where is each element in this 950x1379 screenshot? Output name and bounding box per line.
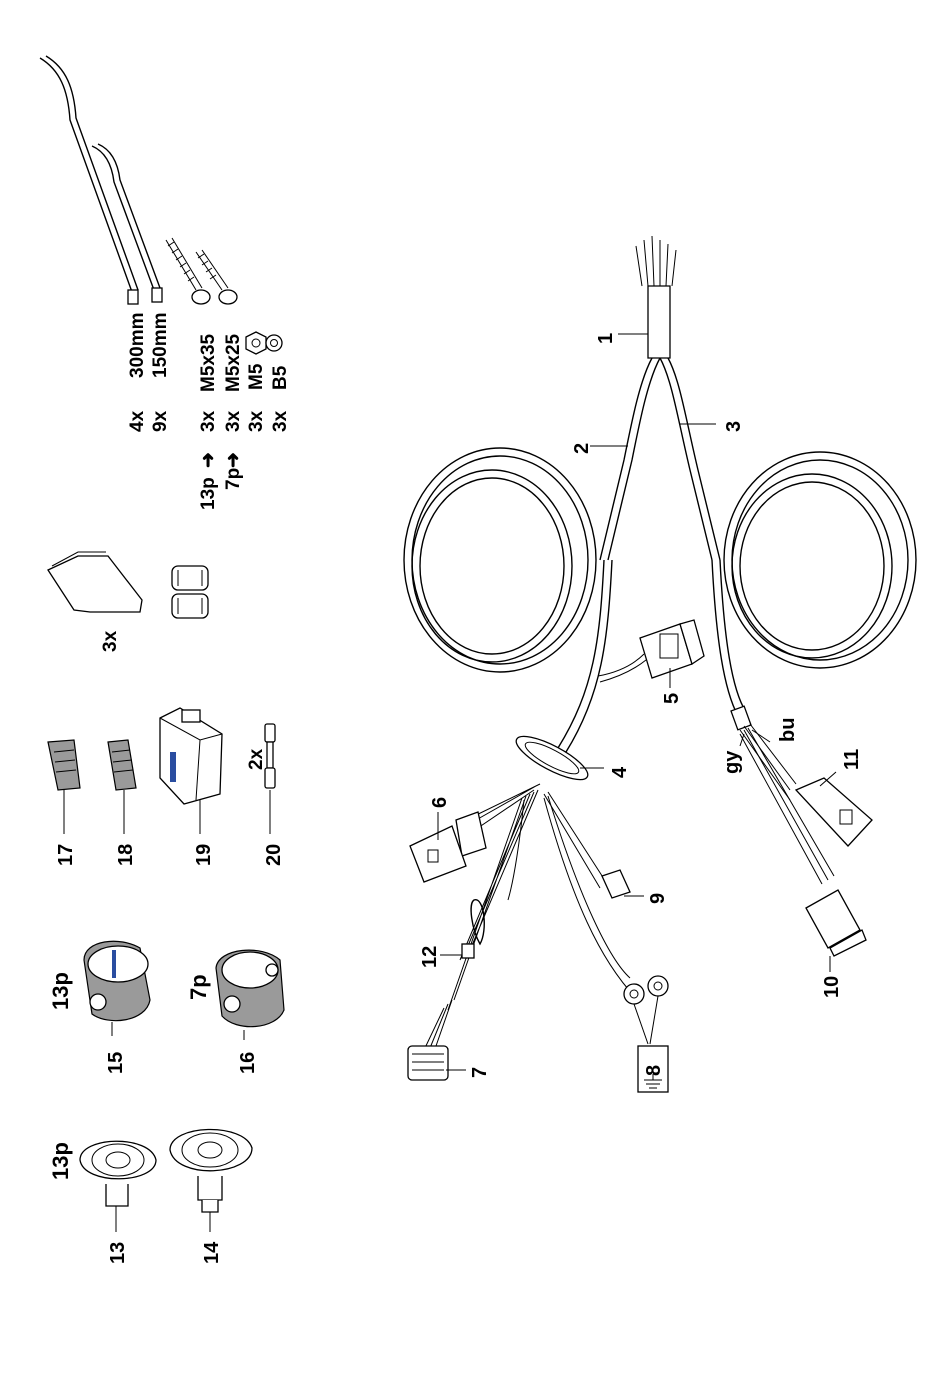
- tie-300-qty: 4x: [127, 410, 148, 432]
- bolt-7p-size: M5x25: [223, 333, 244, 392]
- fuse-qty: 2x: [246, 748, 267, 770]
- stripped-wire-ends: [636, 236, 676, 286]
- bolt-7p-arrow: ➜: [223, 452, 244, 468]
- cable-tie-300mm: [40, 56, 138, 304]
- grommet-4: [511, 729, 593, 788]
- nut-size: M5: [246, 363, 267, 390]
- washer-size: B5: [270, 365, 291, 390]
- gasket: [48, 552, 142, 612]
- branch-3: [660, 358, 720, 560]
- tie-300-size: 300mm: [127, 313, 148, 379]
- mount-13p-label: 13p: [48, 1142, 73, 1180]
- bolt-13p-size: M5x35: [198, 333, 219, 392]
- callout-12: 12: [419, 946, 441, 968]
- bolt-13p-socket: 13p: [198, 477, 219, 510]
- socket-13p-15: [84, 941, 150, 1020]
- tie-150-size: 150mm: [150, 313, 171, 379]
- gasket-qty: 3x: [100, 630, 121, 652]
- bolt-13p-qty: 3x: [198, 410, 219, 432]
- bolt-m5x35: [166, 238, 210, 304]
- callout-15: 15: [105, 1052, 127, 1074]
- mounting-plate-13: [80, 1141, 156, 1206]
- callout-11: 11: [841, 749, 863, 770]
- callout-1: 1: [595, 333, 617, 344]
- callout-17: 17: [55, 844, 77, 866]
- callout-9: 9: [647, 893, 669, 904]
- callout-8: 8: [643, 1065, 665, 1076]
- connector-7: [408, 1000, 452, 1080]
- callout-2: 2: [571, 443, 593, 454]
- main-cable-1: [648, 286, 670, 358]
- sticker-17: [48, 740, 80, 790]
- callout-18: 18: [115, 844, 137, 866]
- socket-7p-16: [216, 950, 284, 1027]
- washer-qty: 3x: [270, 410, 291, 432]
- socket-13p-label: 13p: [48, 972, 73, 1010]
- nut-m5: [246, 332, 266, 354]
- rubber-caps: [172, 566, 208, 618]
- wire-color-bu: bu: [777, 718, 799, 742]
- leader-8a: [634, 1004, 648, 1044]
- connector-5: [598, 620, 704, 682]
- nut-qty: 3x: [246, 410, 267, 432]
- right-trunk: [712, 560, 834, 884]
- callout-3: 3: [723, 421, 745, 432]
- callout-4: 4: [609, 766, 631, 778]
- callout-14: 14: [201, 1241, 223, 1264]
- wire-color-gy: gy: [721, 750, 743, 774]
- bolt-7p-socket: 7p: [223, 468, 244, 490]
- callout-10: 10: [821, 976, 843, 998]
- bolt-7p-qty: 3x: [223, 410, 244, 432]
- callout-5: 5: [661, 693, 683, 704]
- leader-8b: [650, 996, 658, 1044]
- washer-b5: [266, 335, 282, 351]
- bolt-13p-arrow: ➜: [198, 452, 219, 468]
- branch-2: [600, 358, 660, 560]
- callout-16: 16: [237, 1052, 259, 1074]
- control-module-19: [160, 708, 222, 804]
- connector-6: [410, 812, 486, 882]
- right-cable-coil: [724, 452, 916, 668]
- callout-13: 13: [107, 1242, 129, 1264]
- callout-7: 7: [469, 1067, 491, 1078]
- ring-terminals-8: [624, 976, 668, 1004]
- sticker-18: [108, 740, 136, 790]
- connector-11: [796, 778, 872, 846]
- callout-20: 20: [263, 844, 285, 866]
- socket-7p-label: 7p: [186, 974, 211, 1000]
- tie-150-qty: 9x: [150, 410, 171, 432]
- connector-10: [806, 890, 866, 956]
- left-cable-coil: [404, 448, 596, 672]
- callout-19: 19: [193, 844, 215, 866]
- mounting-plate-14: [170, 1129, 252, 1212]
- connector-9: [602, 870, 630, 898]
- callout-6: 6: [429, 797, 451, 808]
